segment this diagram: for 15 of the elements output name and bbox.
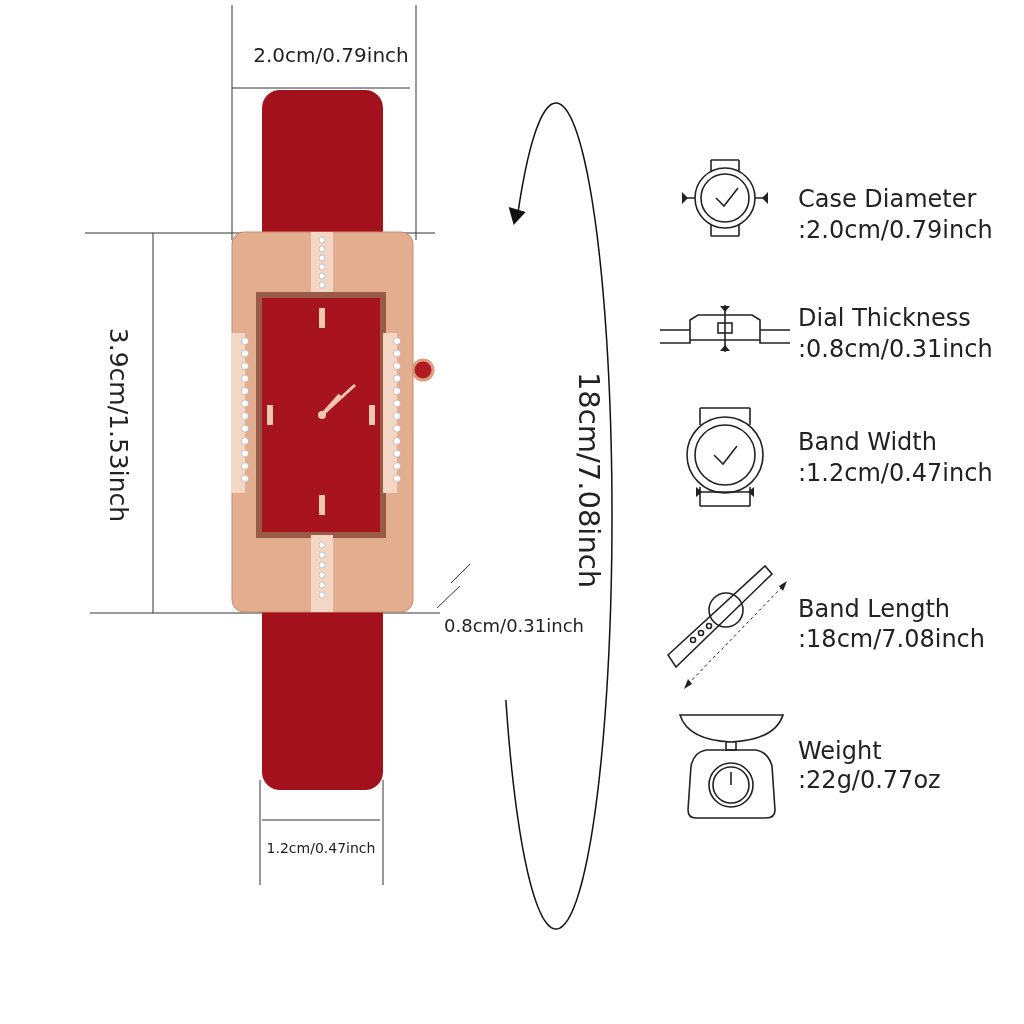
spec-name: Weight: [798, 737, 882, 765]
spec-value: :2.0cm/0.79inch: [798, 216, 993, 244]
spec-value: :18cm/7.08inch: [798, 625, 985, 653]
spec-name: Dial Thickness: [798, 304, 971, 332]
spec-value: :1.2cm/0.47inch: [798, 459, 993, 487]
spec-value: :0.8cm/0.31inch: [798, 335, 993, 363]
spec-name: Band Width: [798, 428, 937, 456]
dimension-label: 1.2cm/0.47inch: [266, 841, 376, 857]
dimension-label: 3.9cm/1.53inch: [104, 327, 132, 523]
spec-name: Case Diameter: [798, 185, 977, 213]
dimension-label: 0.8cm/0.31inch: [444, 616, 584, 636]
dimension-label: 18cm/7.08inch: [572, 371, 604, 589]
spec-name: Band Length: [798, 595, 951, 623]
dimension-label: 2.0cm/0.79inch: [253, 44, 409, 66]
spec-value: :22g/0.77oz: [798, 766, 941, 794]
